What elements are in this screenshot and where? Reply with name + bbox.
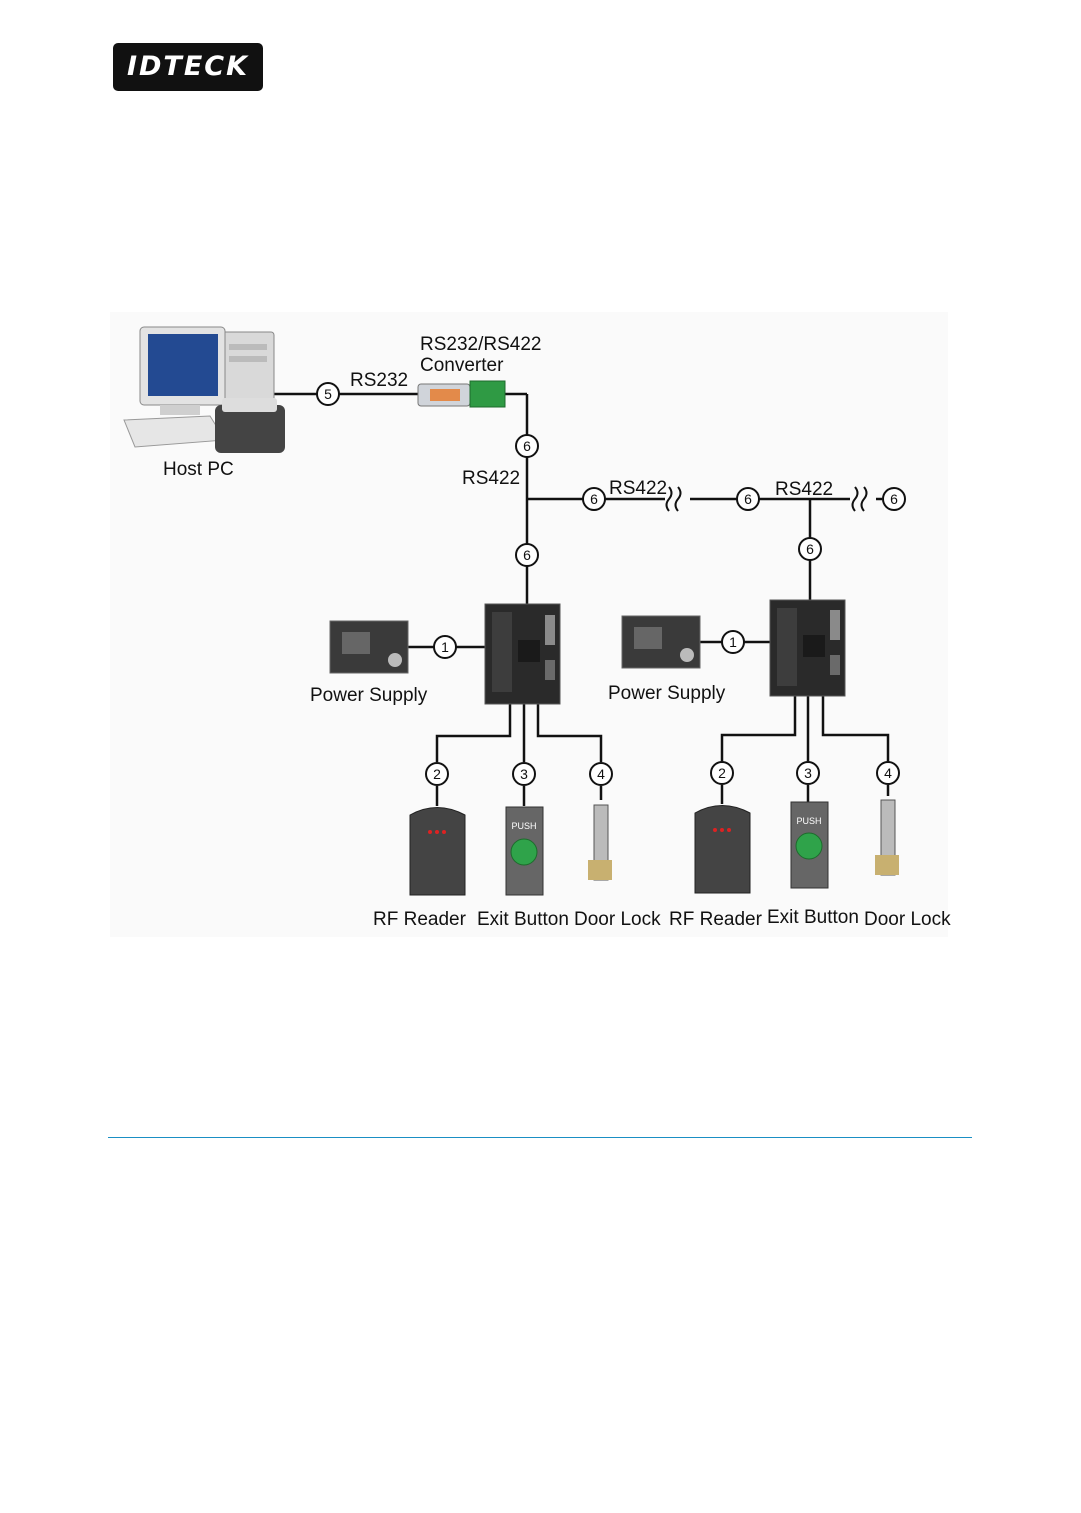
marker-2: 2 [711, 762, 733, 784]
svg-text:2: 2 [718, 765, 726, 781]
svg-text:2: 2 [433, 766, 441, 782]
marker-6: 6 [583, 488, 605, 510]
power-supply-1-label: Power Supply [310, 685, 428, 706]
rf-reader-1-label: RF Reader [373, 909, 467, 930]
push-label-2: PUSH [796, 816, 821, 826]
svg-text:6: 6 [890, 491, 898, 507]
marker-4: 4 [590, 763, 612, 785]
rs232-label: RS232 [350, 370, 408, 391]
power-supply-1-icon [330, 621, 408, 673]
svg-text:3: 3 [520, 766, 528, 782]
converter-label-line2: Converter [420, 355, 504, 376]
svg-text:6: 6 [806, 541, 814, 557]
converter-icon [418, 381, 505, 407]
door-lock-2-label: Door Lock [864, 909, 951, 930]
svg-text:6: 6 [590, 491, 598, 507]
power-supply-2-icon [622, 616, 700, 668]
marker-6: 6 [883, 488, 905, 510]
svg-text:5: 5 [324, 386, 332, 402]
exit-button-2-icon: PUSH [791, 802, 828, 888]
marker-3: 3 [797, 762, 819, 784]
marker-5: 5 [317, 383, 339, 405]
push-label-1: PUSH [511, 821, 536, 831]
marker-6: 6 [737, 488, 759, 510]
rs422-bus-label-1: RS422 [609, 478, 667, 499]
svg-text:1: 1 [441, 639, 449, 655]
host-pc-label: Host PC [163, 459, 234, 480]
marker-4: 4 [877, 762, 899, 784]
marker-2: 2 [426, 763, 448, 785]
svg-text:3: 3 [804, 765, 812, 781]
marker-1: 1 [722, 631, 744, 653]
svg-text:6: 6 [744, 491, 752, 507]
exit-button-2-label: Exit Button [767, 907, 859, 928]
rf-reader-2-icon [695, 806, 750, 894]
exit-button-1-label: Exit Button [477, 909, 569, 930]
svg-text:6: 6 [523, 547, 531, 563]
rf-reader-1-icon [410, 808, 465, 896]
marker-6: 6 [799, 538, 821, 560]
rs422-vertical-label: RS422 [462, 468, 520, 489]
svg-text:4: 4 [597, 766, 605, 782]
svg-text:1: 1 [729, 634, 737, 650]
rf-reader-2-label: RF Reader [669, 909, 763, 930]
footer-divider [108, 1137, 972, 1138]
door-lock-1-label: Door Lock [574, 909, 661, 930]
marker-3: 3 [513, 763, 535, 785]
power-supply-2-label: Power Supply [608, 683, 726, 704]
rs422-bus-label-2: RS422 [775, 479, 833, 500]
marker-1: 1 [434, 636, 456, 658]
controller-board-2 [770, 600, 845, 696]
marker-6: 6 [516, 435, 538, 457]
svg-text:6: 6 [523, 438, 531, 454]
exit-button-1-icon: PUSH [506, 807, 543, 895]
svg-text:4: 4 [884, 765, 892, 781]
host-pc-icon [124, 327, 285, 453]
marker-6: 6 [516, 544, 538, 566]
converter-label-line1: RS232/RS422 [420, 334, 541, 355]
controller-board-1 [485, 604, 560, 704]
